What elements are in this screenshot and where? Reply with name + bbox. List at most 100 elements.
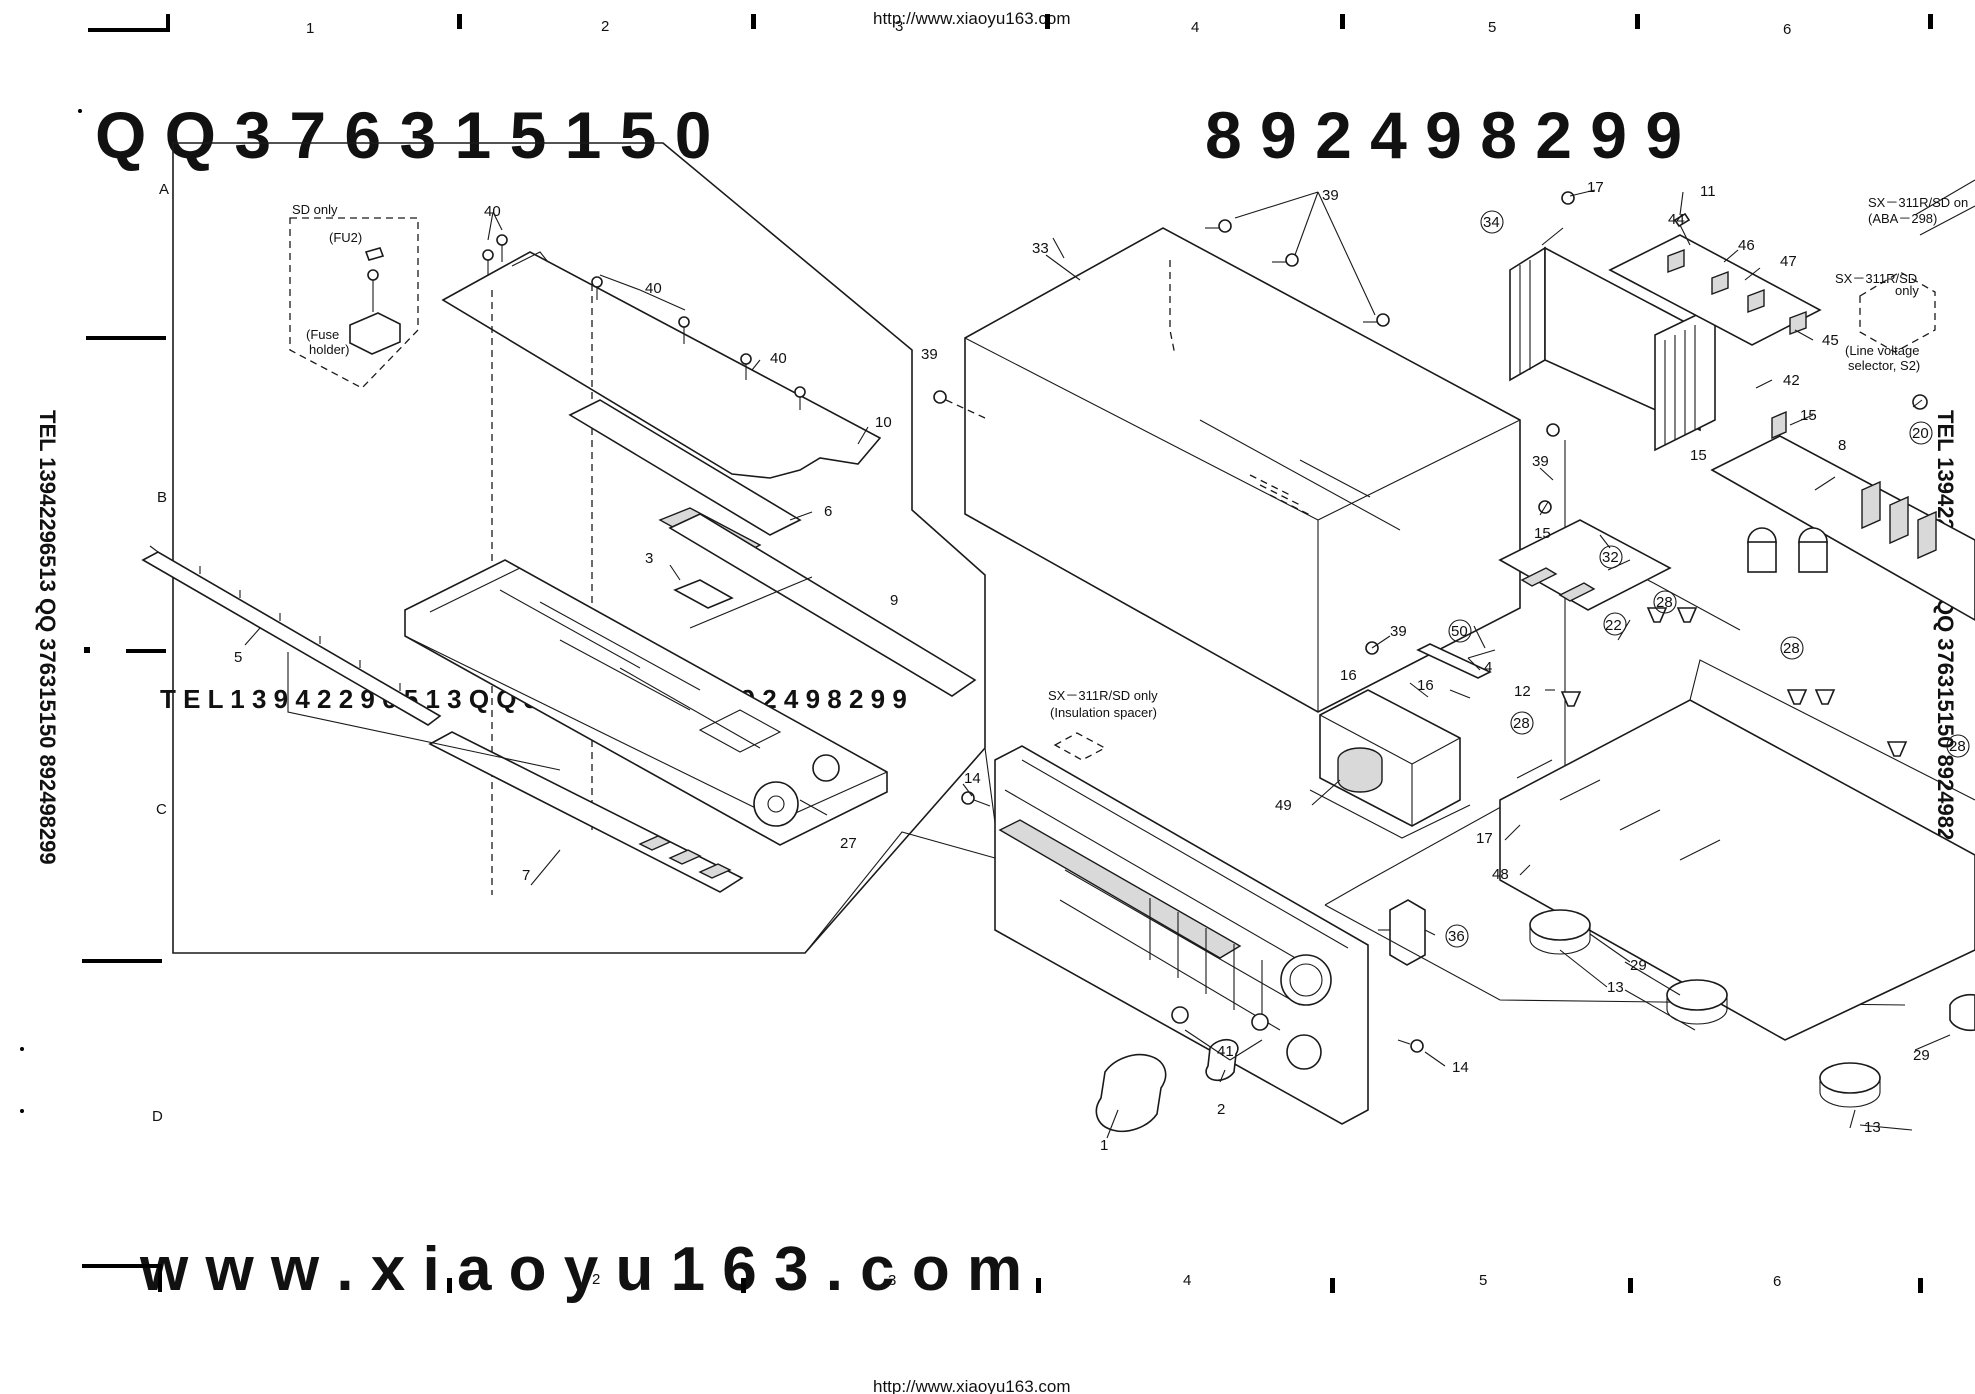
- grid-row-label: A: [159, 181, 169, 198]
- aba-note-1: SX－311R/SD on: [1868, 195, 1968, 210]
- part-label: 39: [1390, 623, 1407, 640]
- part-label: 9: [890, 592, 898, 609]
- grid-col-label: 3: [895, 18, 903, 35]
- watermark-qq: Q Q 3 7 6 3 1 5 1 5 0: [95, 98, 711, 172]
- part-label: 45: [1822, 332, 1839, 349]
- part-label: 12: [1514, 683, 1531, 700]
- part-label: 50: [1451, 623, 1468, 640]
- source-url-top: http://www.xiaoyu163.com: [873, 9, 1070, 28]
- heat-sink-assembly: [1509, 191, 1822, 452]
- screw-group-39: [933, 219, 1560, 655]
- grid-col-label: 4: [1183, 1272, 1191, 1289]
- part-label: 17: [1476, 830, 1493, 847]
- switch-board-6: [568, 399, 802, 536]
- part-label: 33: [1032, 240, 1049, 257]
- sd-only-label: SD only: [292, 202, 338, 217]
- button-strip-5: [141, 551, 442, 726]
- part-label: 44: [1668, 211, 1685, 228]
- part-label: 22: [1605, 617, 1622, 634]
- part-label: 34: [1483, 214, 1500, 231]
- spacer-note-2: (Insulation spacer): [1050, 705, 1157, 720]
- grid-col-label: 1: [306, 20, 314, 37]
- grid-col-label: 6: [1773, 1273, 1781, 1290]
- part-label: 29: [1913, 1047, 1930, 1064]
- grid-columns-top: 1 2 3 4 5 6: [306, 18, 1791, 38]
- variant-notes: SX－311R/SD on (ABA－298) SX－311R/SD only …: [1835, 195, 1968, 373]
- watermark-layer: Q Q 3 7 6 3 1 5 1 5 0 8 9 2 4 9 8 2 9 9 …: [35, 98, 1958, 1304]
- part-label: 36: [1448, 928, 1465, 945]
- part-label: 15: [1800, 407, 1817, 424]
- grid-columns-bottom: 1 2 3 4 5 6: [299, 1271, 1781, 1290]
- top-cover-33: [964, 227, 1521, 713]
- sd-only-box: [289, 217, 419, 389]
- frame-marks: [20, 14, 1933, 1293]
- grid-row-label: D: [152, 1108, 163, 1125]
- grid-rows: A B C D: [152, 181, 169, 1125]
- source-url-bottom: http://www.xiaoyu163.com: [873, 1377, 1070, 1394]
- part-label: 7: [522, 867, 530, 884]
- top-cover-assembly: [933, 219, 1560, 713]
- transformer-49: [1309, 689, 1471, 839]
- part-label: 16: [1340, 667, 1357, 684]
- part-number-labels: 1 2 3 4 5 6 7 8 9 10 11 12 13 13 14 14 1…: [234, 179, 1930, 1154]
- part-label: 15: [1690, 447, 1707, 464]
- part-label: 40: [484, 203, 501, 220]
- grid-col-label: 6: [1783, 21, 1791, 38]
- part-label: 14: [1452, 1059, 1469, 1076]
- spacer-note-1: SX－311R/SD only: [1048, 688, 1158, 703]
- part-label: 39: [1532, 453, 1549, 470]
- part-label: 39: [921, 346, 938, 363]
- part-label: 40: [770, 350, 787, 367]
- power-board-8: [1710, 435, 1975, 621]
- part-label: 28: [1513, 715, 1530, 732]
- selector-note-3: (Line voltage: [1845, 343, 1919, 358]
- heat-sink-34: [1509, 246, 1546, 382]
- grid-col-label: 5: [1479, 1272, 1487, 1289]
- grid-col-label: 1: [299, 1271, 307, 1288]
- watermark-left-vertical: TEL 13942296513 QQ 376315150 892498299: [35, 410, 60, 865]
- part-label: 47: [1780, 253, 1797, 270]
- bracket-50: [1416, 643, 1492, 679]
- part-label: 29: [1630, 957, 1647, 974]
- part-label: 28: [1949, 738, 1966, 755]
- part-label: 8: [1838, 437, 1846, 454]
- part-label: 15: [1534, 525, 1551, 542]
- part-label: 39: [1322, 187, 1339, 204]
- watermark-site: w w w . x i a o y u 1 6 3 . c o m: [139, 1235, 1022, 1304]
- part-label: 1: [1100, 1137, 1108, 1154]
- part-label: 27: [840, 835, 857, 852]
- grid-col-label: 3: [888, 1272, 896, 1289]
- leader-lines: [244, 189, 1951, 1139]
- fuse-holder-icon: [349, 312, 401, 355]
- grid-row-label: C: [156, 801, 167, 818]
- top-plate-10: [441, 251, 882, 479]
- part-label: 28: [1656, 594, 1673, 611]
- grid-col-label: 2: [592, 1271, 600, 1288]
- part-label: 2: [1217, 1101, 1225, 1118]
- lower-panel-7: [428, 731, 744, 893]
- part-label: 49: [1275, 797, 1292, 814]
- part-label: 4: [1484, 659, 1492, 676]
- switch-3: [673, 579, 734, 609]
- selector-note-1: SX－311R/SD: [1835, 271, 1917, 286]
- front-face-assembly: SX－311R/SD only (Insulation spacer): [961, 688, 1426, 1133]
- part-label: 5: [234, 649, 242, 666]
- part-label: 41: [1217, 1043, 1234, 1060]
- part-label: 6: [824, 503, 832, 520]
- selector-note-4: selector, S2): [1848, 358, 1920, 373]
- watermark-right-vertical: TEL 13942296513 QQ 376315150 892498299: [1933, 410, 1958, 865]
- circled-part-labels: 34 20 32 28 28 28 28 50 36: [1445, 210, 1970, 948]
- front-panel-subassembly: SD only (FU2) (Fuse holder): [141, 142, 1001, 954]
- bracket-36: [1389, 899, 1426, 966]
- selector-note-2: only: [1895, 283, 1919, 298]
- part-label: 46: [1738, 237, 1755, 254]
- main-base: [1499, 699, 1975, 1041]
- grid-col-label: 2: [601, 18, 609, 35]
- part-label: 42: [1783, 372, 1800, 389]
- part-label: 40: [645, 280, 662, 297]
- fu2-label: (FU2): [329, 230, 362, 245]
- part-label: 32: [1602, 549, 1619, 566]
- fuse-holder-label-1: (Fuse: [306, 327, 339, 342]
- part-label: 13: [1607, 979, 1624, 996]
